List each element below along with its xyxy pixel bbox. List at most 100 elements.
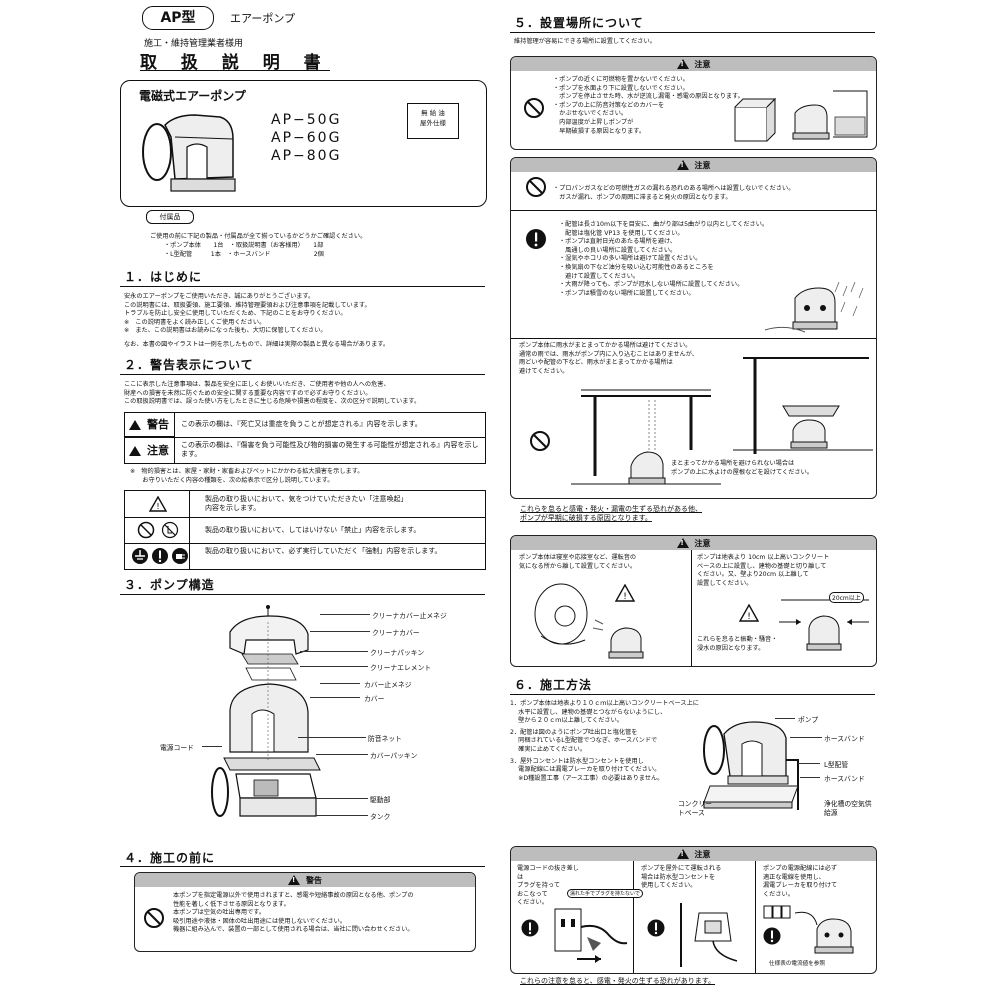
caution-triangle-icon: !: [615, 584, 635, 602]
caution-2-rain-caption: まとまってかかる場所を避けられない場合は ポンプの上に水よけの屋根などを設けてく…: [671, 460, 813, 476]
symbol-row-1-text: 製品の取り扱いにおいて、気をつけていただきたい「注意喚起」内容を示します。: [205, 495, 404, 512]
gutter-illustration: [571, 389, 721, 485]
model-list: AP−50G AP−60G AP−80G: [271, 111, 341, 165]
breaker-illustration: [763, 905, 791, 919]
accessory-row-1: ・ポンプ本体 1台 ・取扱説明書（お客様用） 1部: [164, 242, 324, 249]
ground-icon: [132, 548, 148, 564]
must-icon: [647, 919, 665, 937]
unplug-icon: [172, 548, 188, 564]
prohibit-icon: [526, 177, 546, 197]
clearance-label: 20cm以上: [829, 592, 864, 603]
part-cleaner-cover: クリーナカバー: [372, 629, 420, 637]
prohibit-icon: [524, 98, 544, 118]
section-3-title: ３．ポンプ構造: [124, 578, 215, 592]
spec-tag: 無 給 油 屋外仕様: [407, 103, 459, 139]
product-name: 電磁式エアーポンプ: [139, 89, 246, 103]
waterproof-outlet-illustration: [680, 903, 738, 967]
must-icon: [763, 927, 781, 945]
prohibit-icon: [144, 908, 164, 928]
section-1-body: 安永のエアーポンプをご使用いただき、誠にありがとうございます。 この説明書には、…: [124, 293, 390, 348]
part-cleaner-packing: クリーナパッキン: [370, 649, 425, 657]
spec-oilfree: 無 給 油: [421, 109, 445, 117]
caution-4-col-2: ポンプを屋外にて運転される 場合は防水型コンセントを 使用してください。: [641, 865, 722, 890]
installation-diagram: [703, 721, 799, 810]
caution-box-3: 注意 ポンプ本体は寝室や応接室など、運転音の 気になる所から離して設置してくださ…: [510, 535, 877, 667]
section-6-title: ６．施工方法: [514, 678, 593, 692]
section-4-title: ４．施工の前に: [124, 851, 216, 865]
section-5-title: ５．設置場所について: [514, 16, 644, 30]
must-icon: [521, 919, 539, 937]
install-hose-band-2-label: ホースバンド: [824, 775, 865, 783]
caution-header: 注意: [511, 536, 876, 550]
install-air-source-label: 浄化槽の空気供給源: [824, 800, 872, 817]
warning-header: 警告: [135, 873, 475, 887]
section-4-warning-text: 本ポンプを指定電源以外で使用されますと、感電や短絡事故の原因となる他、ポンプの …: [173, 892, 414, 934]
pump-with-roof-illustration: [733, 357, 873, 454]
caution-header: 注意: [511, 847, 876, 861]
section-5-footer: これらを怠ると感電・発火・漏電の生ずる恐れがある他、 ポンプが早期に破損する原因…: [520, 505, 702, 522]
part-cleaner-cover-screw: クリーナカバー止メネジ: [372, 612, 447, 620]
svg-text:!: !: [747, 612, 751, 622]
section-5-intro: 維持管理が容易にできる場所に設置してください。: [514, 38, 656, 45]
level-table: 警告 この表示の欄は、『死亡又は重症を負うことが想定される』内容を示します。 注…: [124, 412, 486, 472]
svg-text:!: !: [623, 592, 627, 602]
caution-4-footer: これらの注意を怠ると、感電・発火の生ずる恐れがあります。: [520, 977, 716, 985]
symbol-row-3-text: 製品の取り扱いにおいて、必ず実行していただく「強制」内容を示します。: [205, 547, 442, 555]
level-warning-label: 警告: [125, 413, 175, 445]
caution-4-col-1: 電源コードの抜き差しは プラグを持って おこなって ください。: [517, 865, 579, 907]
section-1-title: １．はじめに: [124, 270, 203, 284]
caution-3-left-text: ポンプ本体は寝室や応接室など、運転音の 気になる所から離して設置してください。: [519, 554, 637, 570]
part-cover-screw: カバー止メネジ: [364, 681, 412, 689]
caution-2-rain-text: ポンプ本体に雨水がまとまってかかる場所は避けてください。 通常の雨では、雨水がポ…: [519, 342, 698, 375]
caution-box-1: 注意 ・ポンプの近くに可燃物を置かないでください。 ・ポンプを水面より下に設置し…: [510, 56, 877, 150]
install-concrete-label: コンクリートベース: [678, 800, 712, 817]
spec-outdoor: 屋外仕様: [420, 119, 446, 127]
level-warning-text: この表示の欄は、『死亡又は重症を負うことが想定される』内容を示します。: [181, 420, 422, 428]
part-cleaner-element: クリーナエレメント: [370, 664, 432, 672]
svg-text:!: !: [156, 502, 159, 511]
caution-box-4: 注意 電源コードの抜き差しは プラグを持って おこなって ください。 濡れた手で…: [510, 846, 877, 974]
caution-3-right-text: ポンプは地表より 10cm 以上高いコンクリート ベースの上に設置し、建物の基礎…: [697, 554, 830, 587]
caution-4-col-3: ポンプの電源配線には必ず 適正な電線を使用し、 漏電ブレーカを取り付けて くださ…: [763, 865, 838, 898]
level-note: ※ 物的損害とは、家屋・家財・家畜およびペットにかかわる拡大損害を示します。 お…: [130, 468, 364, 484]
install-l-pipe-label: L型配管: [824, 761, 849, 769]
model-ap80g: AP−80G: [271, 148, 342, 164]
manual-title: 取 扱 説 明 書: [140, 53, 330, 73]
product-box: 電磁式エアーポンプ AP−50G AP−60G AP−80G 無 給 油 屋外仕…: [120, 80, 487, 207]
prohibit-icon: [530, 431, 550, 451]
caution-2-must-text: ・配管は長さ10m以下を目安に、曲がり部は5曲がり以内としてください。 配管は塩…: [559, 221, 769, 297]
model-ap60g: AP−60G: [271, 130, 342, 146]
caution-triangle-icon: !: [739, 604, 759, 622]
part-drive-unit: 駆動部: [370, 796, 391, 804]
level-caution-label: 注意: [125, 438, 175, 472]
prohibit-icon: [137, 521, 155, 539]
product-type: エアーポンプ: [230, 12, 296, 25]
accessory-intro: ご使用の前に下記の製品・付属品が全て揃っているかどうかご確認ください。: [150, 233, 367, 240]
breaker-caption: 仕様表の電流値を参照: [769, 961, 825, 967]
must-icon: [152, 548, 168, 564]
part-cover: カバー: [364, 695, 385, 703]
accessory-tag: 付属品: [146, 210, 194, 224]
caution-box-2: 注意 ・プロパンガスなどの可燃性ガスの漏れる恐れのある場所へは設置しないでくださ…: [510, 157, 877, 499]
no-touch-icon: [161, 521, 179, 539]
plug-note: 濡れた手でプラグを持たないで: [567, 889, 643, 898]
caution-2-prohibit-text: ・プロパンガスなどの可燃性ガスの漏れる恐れのある場所へは設置しないでください。 …: [553, 185, 795, 201]
caution-header: 注意: [511, 158, 876, 172]
part-sound-net: 防音ネット: [368, 735, 402, 743]
part-cover-packing: カバーパッキン: [370, 752, 418, 760]
caution-1-text: ・ポンプの近くに可燃物を置かないでください。 ・ポンプを水面より下に設置しないで…: [553, 76, 744, 135]
level-caution-text: この表示の欄は、『傷害を負う可能性及び物的損害の発生する可能性が想定される』内容…: [181, 441, 479, 458]
part-power-cord: 電源コード: [160, 744, 194, 752]
caution-triangle-icon: !: [149, 496, 167, 512]
symbol-table: ! 製品の取り扱いにおいて、気をつけていただきたい「注意喚起」内容を示します。 …: [124, 490, 486, 570]
install-hose-band-label: ホースバンド: [824, 735, 865, 743]
model-badge: AP型: [142, 6, 214, 30]
clearance-illustration: [779, 599, 869, 651]
symbol-row-2-text: 製品の取り扱いにおいて、してはいけない「禁止」内容を示します。: [205, 526, 421, 534]
section-6-body: 1．ポンプ本体は地表より１０ｃｍ以上高いコンクリートベース上に 水平に設置し、建…: [510, 700, 699, 782]
pump-in-rain-illustration: [764, 281, 864, 333]
section-2-body: ここに表示した注意事項は、製品を安全に正しくお使いいただき、ご使用者や他の人への…: [124, 381, 421, 406]
install-pump-label: ポンプ: [798, 716, 819, 724]
accessory-row-2: ・L型配管 1本 ・ホースバンド 2個: [164, 251, 324, 258]
pump-illustration: [142, 114, 236, 192]
